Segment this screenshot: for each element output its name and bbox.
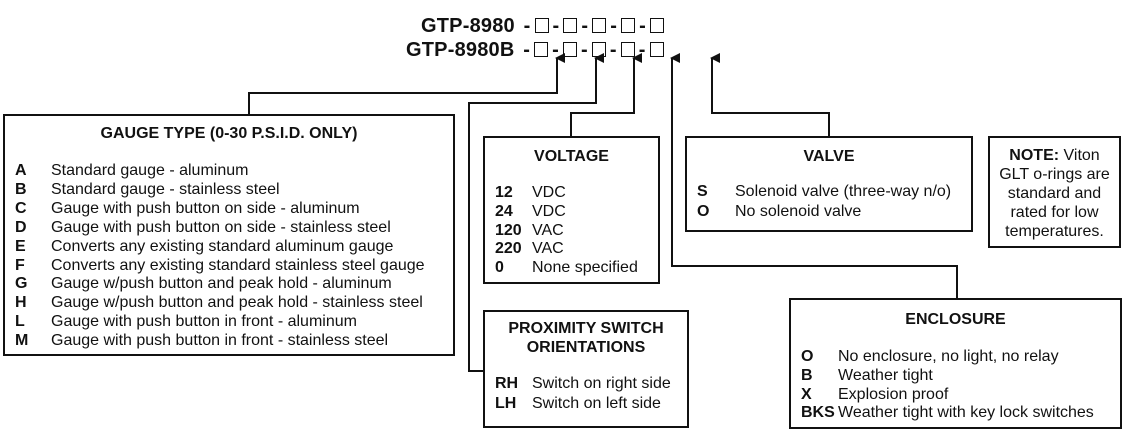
voltage-title: VOLTAGE [534, 148, 609, 165]
gauge-option-code: F [15, 256, 25, 274]
gauge-option-description: Converts any existing standard aluminum … [51, 237, 394, 255]
connector-gauge [248, 53, 565, 114]
enclosure-option-description: No enclosure, no light, no relay [838, 348, 1059, 365]
voltage-option-description: VAC [532, 221, 564, 239]
valve-box: VALVE S Solenoid valve (three-way n/o) O No… [685, 136, 973, 232]
voltage-option-code: 120 [495, 221, 522, 239]
voltage-option-code: 12 [495, 184, 513, 201]
note-label: NOTE: [1009, 147, 1060, 164]
gauge-option-description: Standard gauge - aluminum [51, 162, 249, 179]
voltage-option-description: VDC [532, 202, 566, 220]
gauge-option-code: G [15, 275, 28, 293]
gauge-type-title: GAUGE TYPE (0-30 P.S.I.D. ONLY) [100, 125, 358, 142]
proximity-switch-box: PROXIMITY SWITCH ORIENTATIONS RH Switch o… [483, 310, 689, 428]
gauge-option-description: Standard gauge - stainless steel [51, 180, 280, 198]
enclosure-option-code: B [801, 366, 813, 384]
gauge-option-description: Converts any existing standard stainless… [51, 256, 425, 274]
note-text-1: Viton [1059, 147, 1100, 164]
proximity-option-description: Switch on left side [532, 394, 661, 412]
proximity-option-description: Switch on right side [532, 375, 671, 392]
note-text-5: temperatures. [1005, 223, 1104, 240]
proximity-title-line-2: ORIENTATIONS [526, 339, 646, 356]
gauge-option-code: E [15, 237, 26, 255]
option-slot-1 [534, 42, 549, 57]
option-slot-2 [563, 42, 578, 57]
connector-proximity [468, 53, 604, 372]
option-slot-4 [620, 42, 635, 57]
connector-voltage [570, 53, 642, 136]
voltage-option-description: VAC [532, 240, 564, 258]
gauge-type-box: GAUGE TYPE (0-30 P.S.I.D. ONLY) A Standar… [3, 114, 455, 356]
gauge-option-code: D [15, 218, 27, 236]
gauge-option-description: Gauge with push button in front - stainl… [51, 332, 389, 350]
gauge-option-description: Gauge with push button on side - aluminu… [51, 199, 360, 217]
gauge-option-code: H [15, 294, 27, 312]
voltage-option-code: 220 [495, 240, 522, 258]
enclosure-option-description: Explosion proof [838, 385, 949, 403]
enclosure-option-code: X [801, 385, 812, 403]
enclosure-option-description: Weather tight [838, 366, 933, 384]
gauge-option-description: Gauge with push button in front - alumin… [51, 313, 357, 331]
gauge-option-description: Gauge with push button on side - stainle… [51, 218, 391, 236]
enclosure-option-code: BKS [801, 404, 835, 422]
voltage-option-description: None specified [532, 259, 638, 277]
enclosure-box: ENCLOSURE O No enclosure, no light, no re… [789, 298, 1122, 429]
gauge-option-code: B [15, 180, 27, 198]
voltage-option-code: 24 [495, 202, 513, 220]
valve-option-code: S [697, 183, 708, 200]
enclosure-option-code: O [801, 348, 814, 365]
voltage-option-description: VDC [532, 184, 566, 201]
model-number-line-1: GTP-8980 ----- [421, 16, 668, 36]
proximity-option-code: LH [495, 394, 517, 412]
connector-enclosure [670, 53, 958, 298]
gauge-option-code: A [15, 162, 27, 179]
note-text-4: rated for low [1010, 204, 1099, 221]
proximity-option-code: RH [495, 375, 519, 392]
model-number-line-2: GTP-8980B ----- [406, 40, 668, 60]
option-slot-1 [534, 18, 549, 33]
model-number-2: GTP-8980B [406, 39, 515, 61]
enclosure-option-description: Weather tight with key lock switches [838, 404, 1094, 422]
gauge-option-code: L [15, 313, 25, 331]
option-slot-5 [650, 18, 665, 33]
valve-option-description: No solenoid valve [735, 202, 862, 220]
valve-option-description: Solenoid valve (three-way n/o) [735, 183, 952, 200]
proximity-title-line-1: PROXIMITY SWITCH [508, 320, 664, 337]
voltage-option-code: 0 [495, 259, 504, 277]
note-box: NOTE: Viton GLT o-rings are standard and… [988, 136, 1121, 248]
valve-title: VALVE [803, 148, 855, 165]
gauge-option-code: C [15, 199, 27, 217]
note-text-3: standard and [1007, 185, 1102, 202]
connector-valve [710, 53, 830, 136]
gauge-option-code: M [15, 332, 29, 350]
option-slot-3 [592, 18, 607, 33]
enclosure-title: ENCLOSURE [905, 311, 1006, 328]
valve-option-code: O [697, 202, 710, 220]
gauge-option-description: Gauge w/push button and peak hold - alum… [51, 275, 392, 293]
option-slot-5 [649, 42, 664, 57]
model-number-1: GTP-8980 [421, 15, 515, 37]
note-text-2: GLT o-rings are [999, 166, 1110, 183]
option-slot-2 [563, 18, 578, 33]
option-slot-4 [621, 18, 636, 33]
gauge-option-description: Gauge w/push button and peak hold - stai… [51, 294, 423, 312]
